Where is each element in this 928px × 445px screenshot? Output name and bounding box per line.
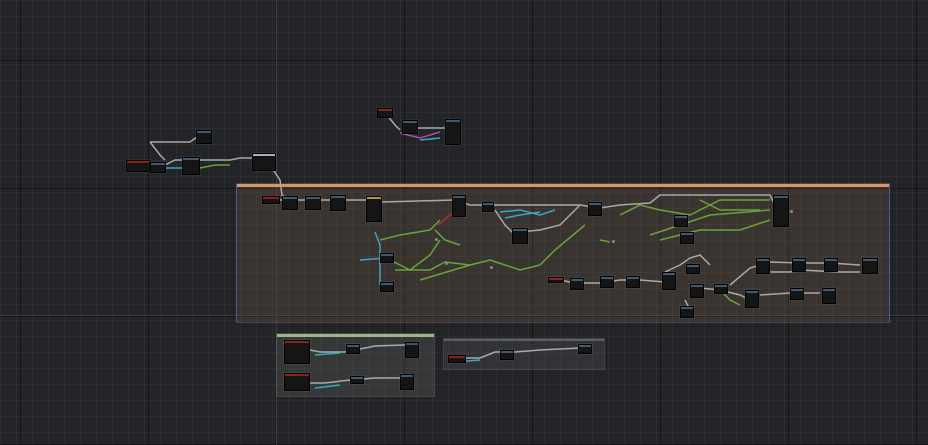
node[interactable] [512,228,528,244]
node[interactable] [626,276,640,288]
node[interactable] [330,195,346,211]
node[interactable] [862,258,878,274]
node[interactable] [578,344,592,354]
node[interactable] [448,355,466,363]
node[interactable] [380,253,394,263]
node[interactable] [690,284,704,298]
node[interactable] [350,376,364,384]
node[interactable] [792,258,806,272]
node[interactable] [262,196,280,204]
node[interactable] [570,278,584,290]
node[interactable] [600,276,614,288]
node[interactable] [126,160,150,172]
reroute-node[interactable] [612,240,615,243]
node[interactable] [377,108,393,118]
node[interactable] [405,342,419,358]
node[interactable] [282,196,298,210]
reroute-node[interactable] [790,210,793,213]
node[interactable] [822,288,836,304]
reroute-node[interactable] [435,238,438,241]
node[interactable] [346,344,360,354]
node[interactable] [790,288,804,300]
reroute-node[interactable] [490,266,493,269]
node[interactable] [284,373,310,391]
node[interactable] [445,119,461,145]
node[interactable] [402,120,418,134]
node[interactable] [686,264,700,274]
node[interactable] [252,153,276,171]
node[interactable] [756,258,770,274]
node[interactable] [400,374,414,390]
node[interactable] [714,284,728,294]
node[interactable] [674,215,688,227]
node[interactable] [548,277,564,283]
node[interactable] [662,272,676,290]
node[interactable] [588,202,602,216]
reroute-node[interactable] [445,262,448,265]
node[interactable] [150,162,166,173]
node[interactable] [196,130,212,144]
node[interactable] [500,350,514,360]
graph-origin-vertical [276,0,277,445]
comment-box-bottom-right[interactable] [443,338,605,370]
node[interactable] [305,196,321,210]
node[interactable] [452,195,466,217]
node[interactable] [182,157,200,175]
node[interactable] [680,306,694,318]
node[interactable] [284,340,310,364]
node[interactable] [482,202,494,212]
node[interactable] [824,258,838,272]
node[interactable] [745,290,759,308]
node[interactable] [380,282,394,292]
node[interactable] [366,196,382,222]
graph-origin-horizontal [0,315,928,316]
node[interactable] [680,232,694,244]
node[interactable] [773,195,789,227]
